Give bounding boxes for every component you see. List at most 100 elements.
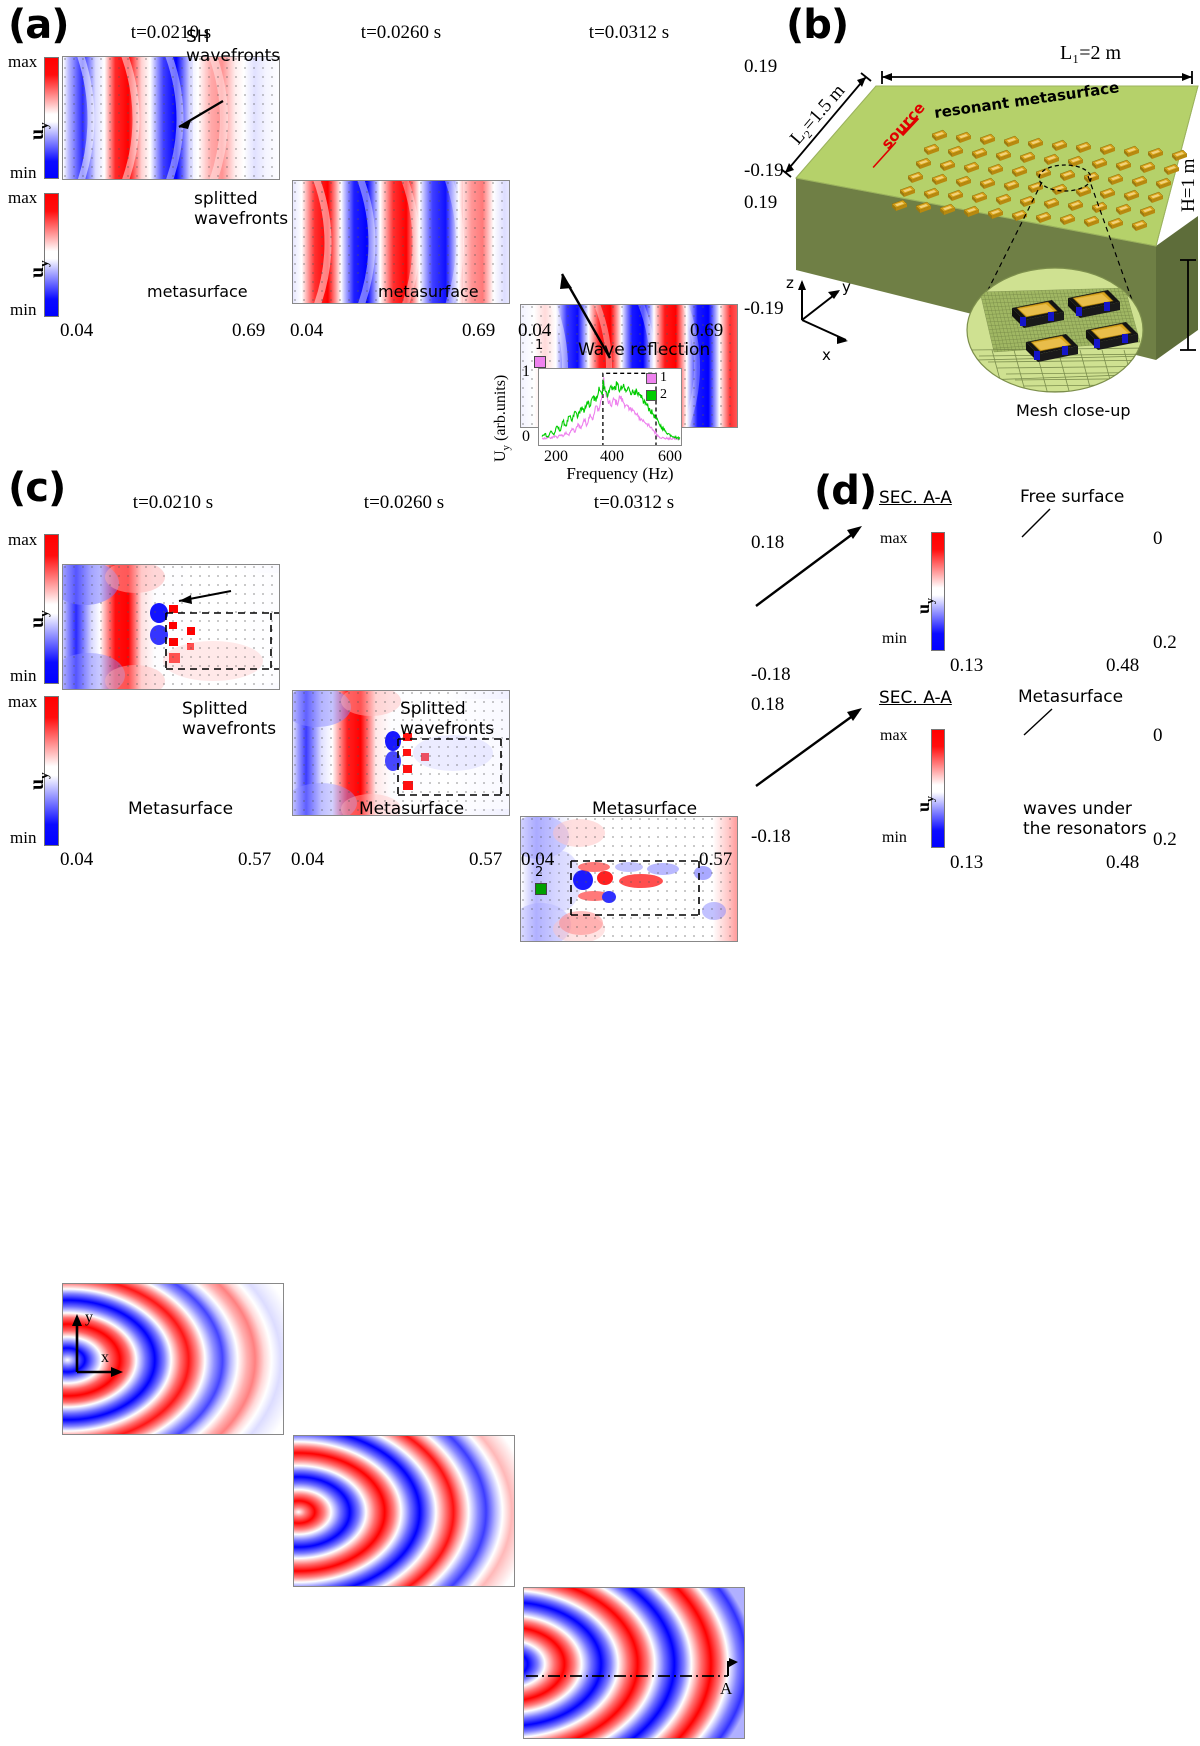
panel-d-top-uy-label: uy — [913, 597, 937, 614]
panel-b-letter: (b) — [786, 2, 849, 48]
panel-a-row2-cbar-max: max — [8, 188, 38, 207]
legend-label-2: 2 — [660, 387, 667, 402]
panel-d-bottom-xmin: 0.13 — [950, 852, 984, 873]
wave-reflection-arrow — [560, 273, 612, 359]
panel-d-bottom-leader — [1023, 708, 1053, 736]
svg-text:A: A — [720, 1679, 733, 1698]
panel-b-diagram: source resonant metasurface — [780, 30, 1200, 450]
panel-a-annotation-splitted-wavefronts: splitted wavefronts — [194, 189, 289, 229]
panel-a-c3-xmin: 0.04 — [518, 320, 552, 341]
spectrum-legend: 1 2 — [646, 371, 680, 402]
panel-a-plot-r1c2 — [292, 180, 510, 304]
panel-d-top-leader — [1021, 508, 1051, 538]
panel-a-col-title-1: t=0.0210 s — [130, 22, 212, 43]
panel-c-section-line-top: A — [526, 1658, 738, 1698]
panel-c-letter: (c) — [8, 465, 66, 511]
panel-b-L1-label: L₁=2 m — [1060, 42, 1122, 64]
spectrum-chart: Uy (arb.units) 1 0 1 2 200 400 600 Frequ… — [492, 363, 726, 483]
panel-c-plot-r1c3: A — [523, 1587, 745, 1739]
panel-a-col-title-3: t=0.0312 s — [588, 22, 670, 43]
panel-d-top-section-title: SEC. A-A — [879, 488, 952, 508]
uy-sub: y — [36, 122, 51, 129]
panel-d-letter: (d) — [814, 468, 877, 514]
panel-d-connector-arrow-bottom — [755, 708, 862, 787]
panel-a-plot-r2c3: 2 — [520, 816, 738, 942]
panel-a-plot-r1c1 — [62, 56, 280, 180]
panel-d-top-cbar-min: min — [882, 630, 907, 647]
panel-a-row1-colorbar — [44, 57, 59, 179]
panel-a-wave-reflection-label: Wave reflection — [578, 340, 711, 360]
panel-c-col-title-2: t=0.0260 s — [363, 492, 445, 513]
panel-a-letter: (a) — [8, 2, 70, 48]
panel-a-row1-uy-label: uy — [26, 122, 51, 166]
panel-d-top-ybottom: 0.2 — [1153, 632, 1177, 653]
panel-b-H-label: H=1 m — [1178, 158, 1199, 212]
legend-label-1: 1 — [660, 370, 667, 385]
panel-c-c1-xmin: 0.04 — [60, 849, 94, 870]
panel-b-axis-x: x — [822, 346, 831, 364]
panel-d-top-xmax: 0.48 — [1106, 655, 1140, 676]
panel-a-marker-2-swatch — [535, 883, 547, 895]
svg-text:x: x — [101, 1349, 109, 1366]
panel-a-c1-xmax: 0.69 — [232, 320, 266, 341]
panel-d-bottom-colorbar — [931, 729, 945, 848]
panel-d-bottom-section-title: SEC. A-A — [879, 688, 952, 708]
panel-a-c2-xmax: 0.69 — [462, 320, 496, 341]
panel-a-plot-r2c1 — [62, 564, 280, 690]
panel-a-c1-xmin: 0.04 — [60, 320, 94, 341]
panel-a-plot-r2c2 — [292, 690, 510, 816]
panel-d-bottom-annotation2: waves under the resonators — [1023, 799, 1147, 839]
panel-c-c2-xmax: 0.57 — [469, 849, 503, 870]
panel-a-c3-xmax: 0.69 — [690, 320, 724, 341]
panel-d-bottom-cbar-max: max — [880, 727, 908, 744]
panel-a-row2-uy-label: uy — [26, 260, 51, 304]
panel-a-row2-colorbar — [44, 193, 59, 317]
panel-d-bottom-xmax: 0.48 — [1106, 852, 1140, 873]
panel-a-marker-1-swatch — [534, 356, 546, 368]
panel-a-metasurface-label-1: metasurface — [147, 282, 248, 301]
panel-c-row2-ymax: 0.18 — [751, 694, 785, 715]
panel-a-metasurface-label-2: metasurface — [378, 282, 479, 301]
panel-c-row2-uy-label: uy — [26, 772, 51, 790]
panel-c-row1-cbar-max: max — [8, 530, 38, 549]
panel-d-connector-arrow-top — [755, 526, 862, 607]
panel-c-plot-r1c1: y x — [62, 1283, 284, 1435]
spectrum-ytick-0: 0 — [522, 428, 530, 445]
panel-c-annotation-splitted-1: Splitted wavefronts — [182, 699, 277, 739]
panel-a-c2-xmin: 0.04 — [290, 320, 324, 341]
panel-c-col-title-1: t=0.0210 s — [132, 492, 214, 513]
panel-a-row1-cbar-min: min — [10, 163, 37, 182]
panel-d-bottom-ybottom: 0.2 — [1153, 829, 1177, 850]
panel-a-annotation-sh-wavefronts: SH wavefronts — [186, 27, 281, 67]
panel-a-row1-ymin: -0.19 — [744, 160, 784, 181]
panel-b-axis-y: y — [842, 278, 851, 296]
panel-d-top-annotation: Free surface — [1020, 487, 1125, 507]
panel-d-top-xmin: 0.13 — [950, 655, 984, 676]
panel-c-row1-cbar-min: min — [10, 666, 37, 685]
uy-text: u — [26, 266, 48, 278]
panel-b-axis-z: z — [786, 274, 794, 292]
uy-text: u — [26, 128, 48, 140]
legend-swatch-2 — [646, 389, 657, 401]
panel-c-row1-colorbar — [44, 534, 59, 684]
panel-c-row1-ymax: 0.18 — [751, 532, 785, 553]
panel-c-row2-cbar-max: max — [8, 692, 38, 711]
panel-d-top-cbar-max: max — [880, 530, 908, 547]
panel-c-c2-xmin: 0.04 — [291, 849, 325, 870]
uy-sub: y — [36, 260, 51, 267]
panel-d-top-colorbar — [931, 532, 945, 651]
panel-a-row1-cbar-max: max — [8, 52, 38, 71]
panel-d-bottom-uy-label: uy — [913, 795, 937, 812]
panel-c-row2-ymin: -0.18 — [751, 826, 791, 847]
panel-d-top-ytop: 0 — [1153, 528, 1163, 549]
spectrum-xlabel: Frequency (Hz) — [566, 464, 674, 483]
panel-c-row1-uy-label: uy — [26, 610, 51, 628]
panel-a-row2-ymax: 0.19 — [744, 192, 778, 213]
panel-a-row2-cbar-min: min — [10, 300, 37, 319]
panel-a-row2-ymin: -0.19 — [744, 298, 784, 319]
spectrum-ytick-1: 1 — [522, 363, 530, 380]
panel-c-row1-ymin: -0.18 — [751, 664, 791, 685]
panel-a-row1-ymax: 0.19 — [744, 56, 778, 77]
legend-swatch-1 — [646, 372, 657, 384]
panel-a-marker-1-label: 1 — [535, 338, 544, 353]
